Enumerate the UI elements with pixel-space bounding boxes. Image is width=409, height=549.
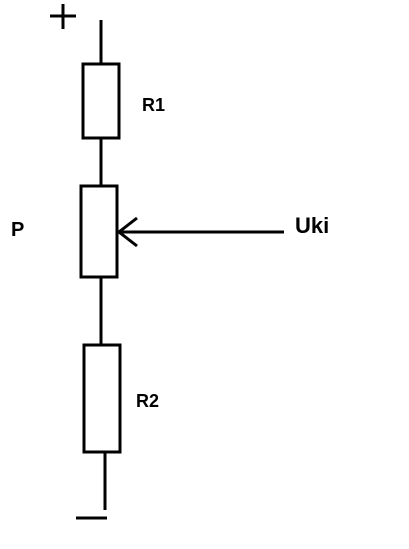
resistor-r2 [82,343,122,454]
output-label: Uki [295,213,329,238]
positive-terminal-symbol [50,4,76,29]
r2-label: R2 [136,391,159,411]
potentiometer-label: P [11,219,24,241]
potentiometer-p [79,184,119,279]
resistor-r1 [81,62,121,140]
r1-label: R1 [142,95,165,115]
wiper-arrow [116,216,284,248]
wiper-arrowhead [116,216,138,248]
